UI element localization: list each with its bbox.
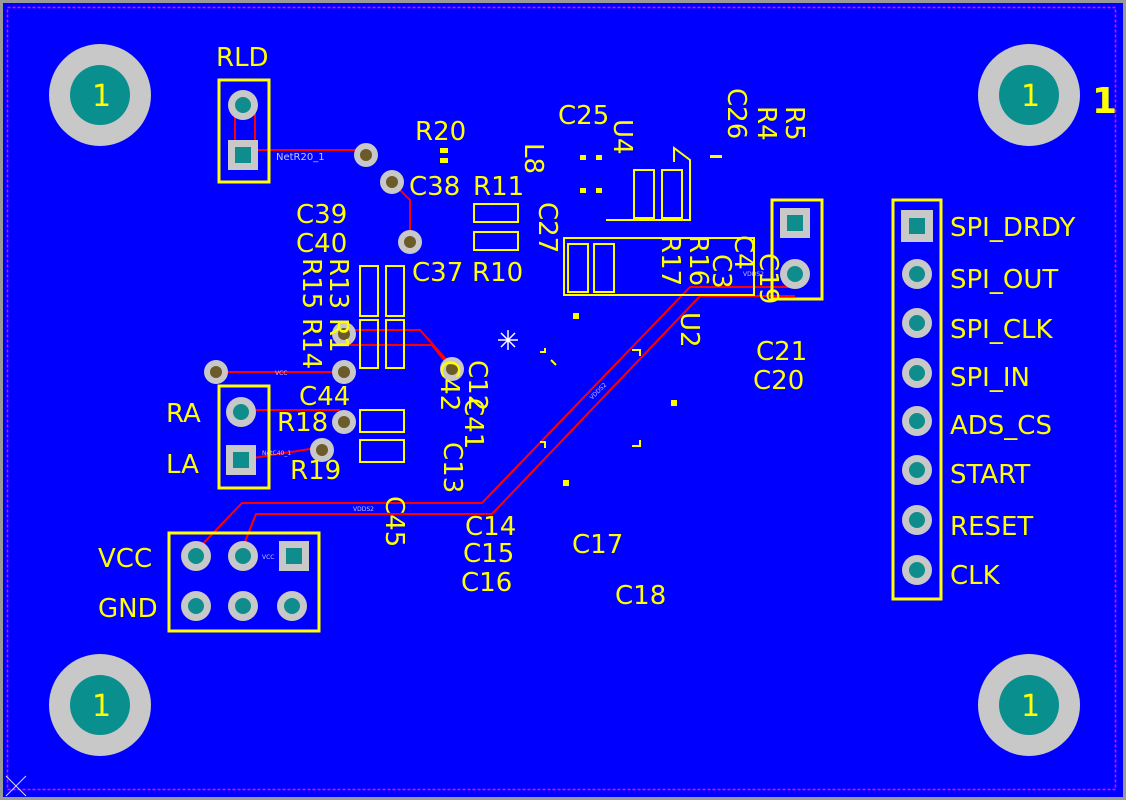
power-pin-gnd-1 <box>181 591 211 621</box>
designator-r19: R19 <box>290 456 341 486</box>
designator-r14: R14 <box>296 318 326 369</box>
designator-c3: C3 <box>706 254 736 289</box>
designator-r15: R15 <box>296 258 326 309</box>
designator-c27: C27 <box>532 202 562 253</box>
mounting-hole-top-left: 1 <box>49 44 151 146</box>
designator-r11: R11 <box>473 172 524 202</box>
two-pin-header-pin-1 <box>780 208 810 238</box>
label-vcc: VCC <box>98 544 152 574</box>
rld-pin-2 <box>228 140 258 170</box>
rld-connector-outline <box>217 78 271 184</box>
designator-c20: C20 <box>753 366 804 396</box>
designator-c18: C18 <box>615 581 666 611</box>
power-pin-gnd-2 <box>228 591 258 621</box>
designator-r10: R10 <box>472 258 523 288</box>
mounting-hole-top-right: 1 <box>978 44 1080 146</box>
designator-c4: C4 <box>728 235 758 270</box>
designator-c21: C21 <box>756 337 807 367</box>
mounting-hole-bottom-right: 1 <box>978 654 1080 756</box>
designator-c38: C38 <box>409 172 460 202</box>
la-pin <box>226 445 256 475</box>
u2-outline <box>540 348 641 448</box>
designator-c13: C13 <box>437 442 467 493</box>
two-pin-header-outline <box>770 198 824 301</box>
designator-r4: R4 <box>751 106 781 141</box>
trace-c41-link <box>346 329 453 367</box>
designator-c42: C42 <box>434 360 464 411</box>
designator-c16: C16 <box>461 568 512 598</box>
label-rld: RLD <box>216 43 269 73</box>
mounting-hole-label: 1 <box>92 689 111 724</box>
net-label-vcc-2: VCC <box>262 554 274 561</box>
spi-label-reset: RESET <box>950 512 1033 542</box>
net-label-c40: NetC40_1 <box>262 450 291 457</box>
designator-c19: C19 <box>753 253 783 304</box>
designator-c17: C17 <box>572 530 623 560</box>
designator-r13: R13 <box>323 258 353 309</box>
designator-c41: C41 <box>458 398 488 449</box>
spi-label-start: START <box>950 460 1030 490</box>
mounting-hole-label: 1 <box>92 79 111 114</box>
power-pin-vcc-2 <box>228 541 258 571</box>
label-ra: RA <box>166 399 201 429</box>
mounting-hole-label: 1 <box>1021 79 1040 114</box>
ra-pin <box>226 397 256 427</box>
designator-c45: C45 <box>379 496 409 547</box>
net-label-vdds-1: VDDS2 <box>353 506 374 513</box>
designator-u4: U4 <box>607 119 637 155</box>
power-pin-vcc-1 <box>181 541 211 571</box>
designator-r20: R20 <box>415 117 466 147</box>
smd-footprints <box>359 146 755 463</box>
designator-c44: C44 <box>299 382 350 412</box>
spi-label-in: SPI_IN <box>950 363 1030 393</box>
designator-c39: C39 <box>296 200 347 230</box>
origin-marker <box>5 775 27 797</box>
board-corner-label: 1 <box>1092 81 1117 122</box>
spi-label-ads-cs: ADS_CS <box>950 411 1052 441</box>
trace-vdds-1 <box>194 286 795 553</box>
vias <box>204 143 464 462</box>
spi-header-outline <box>891 198 943 601</box>
origin-star-icon <box>498 330 518 350</box>
designator-c26: C26 <box>721 88 751 139</box>
power-connector-outline <box>167 531 321 633</box>
label-gnd: GND <box>98 594 158 624</box>
mounting-hole-label: 1 <box>1021 689 1040 724</box>
spi-header-pins <box>901 210 933 585</box>
designator-r1: R1 <box>323 318 353 353</box>
designator-c37: C37 <box>412 258 463 288</box>
net-label-r20: NetR20_1 <box>276 152 325 163</box>
two-pin-header-pin-2 <box>780 259 810 289</box>
designators: R20 C25 U4 R5 R4 C26 L8 C38 R11 C27 C39 … <box>277 88 809 611</box>
net-label-vcc-1: VCC <box>275 370 287 377</box>
ra-la-connector-outline <box>217 384 271 490</box>
designator-l8: L8 <box>518 143 548 174</box>
power-pin-gnd-3 <box>277 591 307 621</box>
spi-label-clk-out: CLK <box>950 561 1001 591</box>
spi-label-clk: SPI_CLK <box>950 315 1053 345</box>
designator-c12: C12 <box>462 360 492 411</box>
designator-r18: R18 <box>277 408 328 438</box>
designator-c40: C40 <box>296 229 347 259</box>
designator-c14: C14 <box>465 512 516 542</box>
mounting-hole-bottom-left: 1 <box>49 654 151 756</box>
power-pin-vcc-3 <box>279 541 309 571</box>
small-pads <box>440 148 722 486</box>
designator-r16: R16 <box>683 235 713 286</box>
designator-u2: U2 <box>674 312 704 348</box>
designator-r5: R5 <box>779 106 809 141</box>
spi-label-drdy: SPI_DRDY <box>950 213 1076 243</box>
designator-r17: R17 <box>655 235 685 286</box>
spi-label-out: SPI_OUT <box>950 265 1058 295</box>
designator-c15: C15 <box>463 539 514 569</box>
rld-pin-1 <box>228 90 258 120</box>
designator-c25: C25 <box>558 101 609 131</box>
label-la: LA <box>166 450 199 480</box>
